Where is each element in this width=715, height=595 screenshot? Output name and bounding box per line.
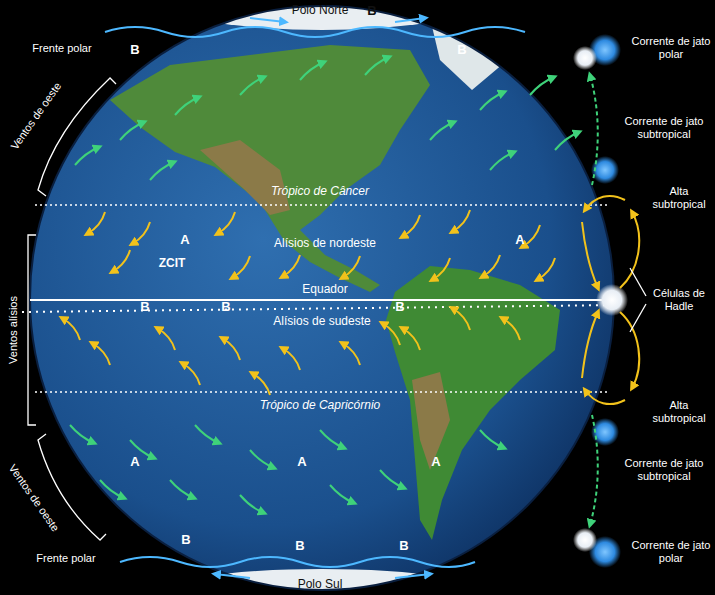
pole-label: Polo Sul bbox=[298, 578, 343, 592]
pressure-letter: B bbox=[367, 4, 376, 19]
jet-stream-label: Corrente de jato polar bbox=[631, 35, 711, 60]
jet-stream-label: Corrente de jato polar bbox=[631, 539, 711, 564]
latitude-label: Trópico de Capricórnio bbox=[260, 399, 381, 413]
wind-belt-label: Ventos de oeste bbox=[8, 80, 64, 152]
pressure-letter: B bbox=[221, 300, 230, 315]
pressure-letter: B bbox=[399, 539, 408, 554]
polar-front bbox=[105, 18, 525, 578]
trade-wind-arrows bbox=[62, 210, 555, 395]
itcz-label: ZCIT bbox=[159, 257, 186, 271]
pressure-letter: B bbox=[395, 300, 404, 315]
front-label: Frente polar bbox=[32, 42, 91, 55]
pressure-zone-label: Alta subtropical bbox=[647, 399, 711, 424]
pressure-letter: B bbox=[130, 43, 139, 58]
pressure-letter: A bbox=[297, 455, 306, 470]
globe bbox=[30, 0, 614, 595]
pressure-letter: B bbox=[295, 539, 304, 554]
pressure-letter: B bbox=[181, 533, 190, 548]
jet-stream-label: Corrente de jato subtropical bbox=[619, 457, 709, 482]
pole-label: Polo Norte bbox=[292, 4, 349, 18]
latitude-label: Equador bbox=[302, 283, 347, 297]
vertical-cells bbox=[573, 34, 639, 568]
latitude-label: Trópico de Câncer bbox=[271, 185, 369, 199]
brackets-and-leaders bbox=[28, 78, 646, 540]
westerly-arrows bbox=[70, 57, 579, 513]
pressure-letter: A bbox=[515, 233, 524, 248]
pressure-letter: A bbox=[431, 455, 440, 470]
wind-label: Alísios de sudeste bbox=[273, 315, 370, 329]
wind-belt-label: Ventos alísios bbox=[7, 296, 20, 364]
pressure-letter: A bbox=[180, 233, 189, 248]
pressure-letter: B bbox=[457, 43, 466, 58]
pressure-zone-label: Alta subtropical bbox=[647, 185, 711, 210]
jet-stream-label: Corrente de jato subtropical bbox=[619, 115, 709, 140]
cell-label: Células de Hadle bbox=[647, 287, 711, 312]
pressure-letter: A bbox=[130, 455, 139, 470]
wind-belt-label: Ventos de oeste bbox=[6, 462, 62, 534]
pressure-letter: B bbox=[140, 300, 149, 315]
front-label: Frente polar bbox=[36, 552, 95, 565]
wind-label: Alísios de nordeste bbox=[274, 237, 376, 251]
latitude-lines bbox=[22, 205, 620, 392]
